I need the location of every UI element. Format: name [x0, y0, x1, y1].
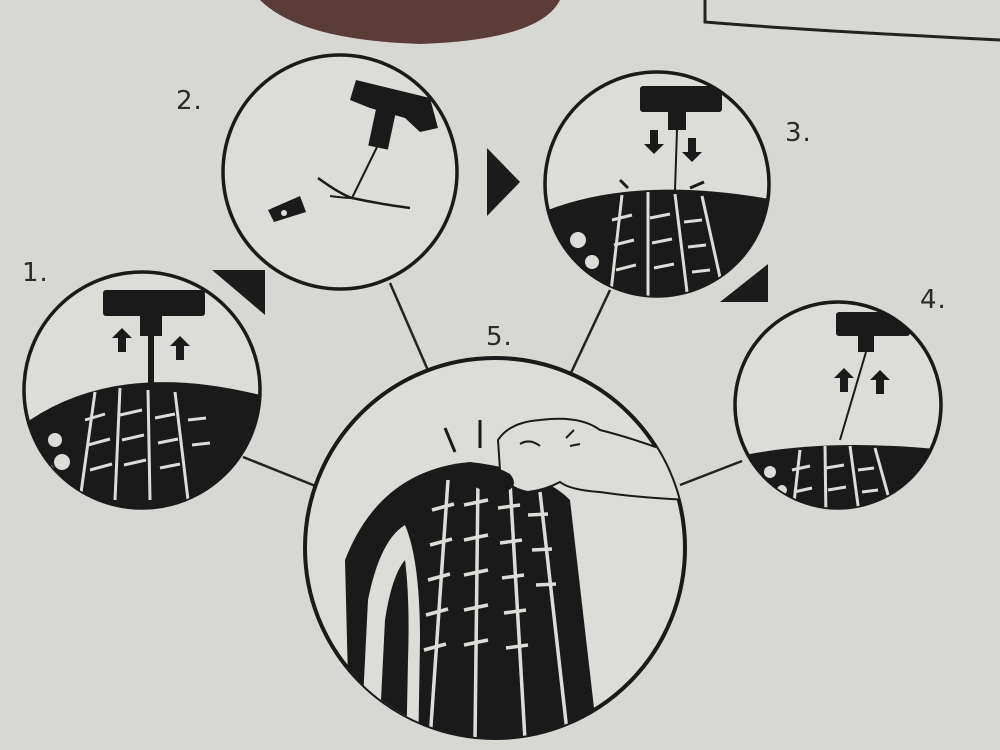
step-5-circle — [303, 356, 687, 740]
step-3-circle — [543, 70, 771, 298]
connector-lines — [242, 282, 743, 489]
step-1-circle — [22, 270, 262, 510]
step-2-circle — [221, 53, 459, 291]
step-5-number: 5. — [486, 322, 513, 352]
step-4-number: 4. — [920, 285, 947, 315]
arrow-1-to-2 — [212, 270, 265, 315]
top-frame-line — [703, 0, 1000, 42]
step-4-circle — [733, 300, 943, 510]
step-3-number: 3. — [785, 118, 812, 148]
step-1-number: 1. — [22, 258, 49, 288]
arrow-3-to-4 — [720, 264, 768, 302]
step-5-illustration — [345, 417, 685, 738]
step-2-number: 2. — [176, 86, 203, 116]
arrow-2-to-3 — [487, 148, 520, 216]
top-shadow — [260, 0, 560, 44]
step-2-illustration — [268, 80, 438, 222]
